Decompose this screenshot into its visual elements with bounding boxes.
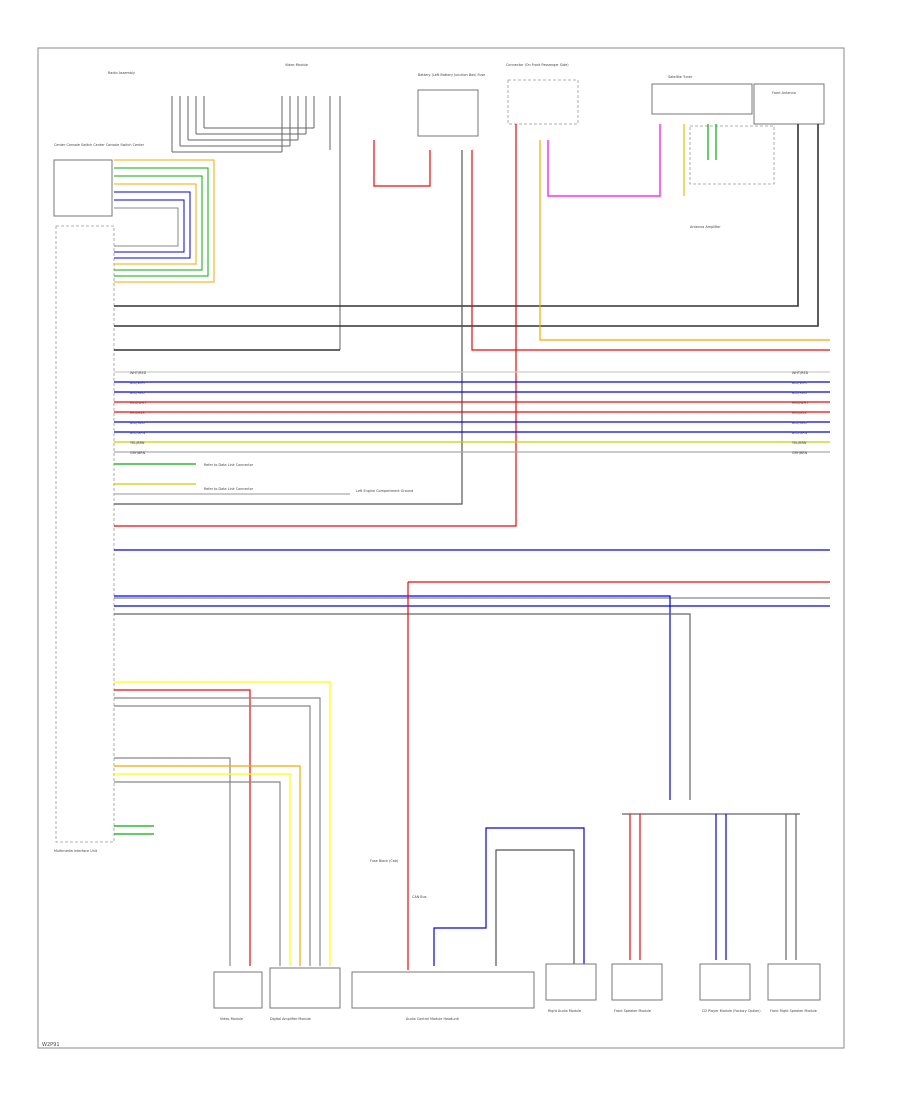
svg-text:GRY/BRN: GRY/BRN [792, 451, 808, 455]
audio-control-module-box[interactable] [351, 971, 535, 1009]
legend-note-2: Refer to Data Link Connector [204, 487, 254, 491]
svg-text:WHT/RED: WHT/RED [792, 371, 809, 375]
satellite-tuner-box[interactable] [651, 83, 753, 115]
svg-text:YEL/BRN: YEL/BRN [130, 441, 145, 445]
center-console-switch-box[interactable] [53, 159, 113, 217]
video-module-box[interactable] [213, 971, 263, 1009]
svg-text:YEL/BRN: YEL/BRN [792, 441, 807, 445]
antenna-amp-box[interactable] [689, 125, 775, 185]
multimedia-unit-label: Multimedia Interface Unit [54, 849, 98, 853]
satellite-tuner-label: Satellite Tuner [668, 75, 693, 79]
svg-text:BLU/RED: BLU/RED [792, 421, 807, 425]
svg-text:GRY/BRN: GRY/BRN [130, 451, 146, 455]
svg-text:BLU/WHT: BLU/WHT [792, 381, 809, 385]
battery-box[interactable] [417, 89, 479, 137]
footer-id: W2P91 [42, 1042, 60, 1048]
diagram-border [37, 47, 845, 1049]
power-feeds [114, 124, 830, 527]
wire-labels: WHT/RED BLU/WHT BLU/RED RED/WHT RED/BLK … [130, 371, 809, 455]
svg-text:BLU/WHT: BLU/WHT [130, 381, 147, 385]
antenna-amp-label: Antenna Amplifier [690, 225, 721, 229]
video-module-bottom-label: Video Module [220, 1017, 243, 1021]
svg-text:RED/WHT: RED/WHT [130, 401, 147, 405]
svg-text:BLU/GRN: BLU/GRN [792, 431, 808, 435]
front-speaker-module-label: Front Speaker Module [614, 1009, 651, 1013]
ground-trunk [114, 124, 819, 351]
front-antenna-label: Front Antenna [772, 91, 796, 95]
svg-text:RED/WHT: RED/WHT [792, 401, 809, 405]
battery-label: Battery (Left Battery Junction Box) Fuse [418, 73, 485, 77]
lower-harness [114, 681, 331, 966]
svg-text:RED/BLK: RED/BLK [792, 411, 807, 415]
cd-player-module-box[interactable] [699, 963, 751, 1001]
svg-text:BLU/RED: BLU/RED [792, 391, 807, 395]
svg-text:RED/BLK: RED/BLK [130, 411, 145, 415]
digital-module-label: Digital Amplifier Module [270, 1017, 311, 1021]
right-lower-harness [433, 813, 800, 966]
ground-note: Left Engine Compartment Ground [356, 489, 413, 493]
fuse-note: Fuse Block (Cab) [370, 859, 399, 863]
right-module-label: Right Audio Module [548, 1009, 581, 1013]
multimedia-unit-box[interactable] [55, 225, 115, 843]
wire-bus [114, 371, 830, 970]
svg-text:BLU/GRN: BLU/GRN [130, 431, 146, 435]
can-note: CAN Bus [412, 895, 427, 899]
svg-text:BLU/RED: BLU/RED [130, 391, 145, 395]
audio-control-module-label: Audio Control Module Headunit [406, 1017, 460, 1021]
svg-text:WHT/RED: WHT/RED [130, 371, 147, 375]
legend-note-1: Refer to Data Link Connector [204, 463, 254, 467]
speaker-module-box[interactable] [767, 963, 821, 1001]
connector-label: Connector (On Front Passenger Side) [506, 63, 569, 67]
connector-box[interactable] [507, 79, 579, 125]
speaker-module-label: Front Right Speaker Module [770, 1009, 817, 1013]
front-speaker-module-box[interactable] [611, 963, 663, 1001]
top-multipin-connector [171, 96, 341, 350]
right-module-box[interactable] [545, 963, 597, 1001]
radio-assembly-label: Radio Assembly [108, 71, 135, 75]
svg-text:BLU/RED: BLU/RED [130, 421, 145, 425]
digital-module-box[interactable] [269, 967, 341, 1009]
video-module-label: Video Module [285, 63, 308, 67]
center-console-label: Center Console Switch Center Console Swi… [54, 143, 145, 147]
cd-player-module-label: CD Player Module (Factory Option) [702, 1009, 761, 1013]
front-antenna-box[interactable] [753, 83, 825, 125]
harness-loop [114, 159, 215, 283]
